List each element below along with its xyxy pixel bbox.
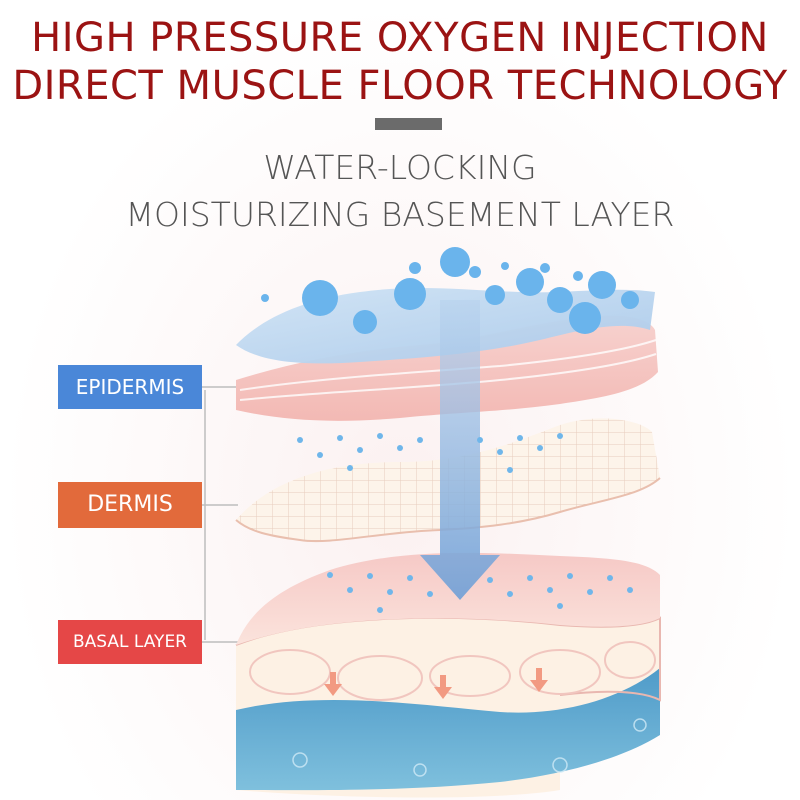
downward-arrow [420,300,500,600]
headline-line-1: HIGH PRESSURE OXYGEN INJECTION [31,15,769,61]
subtitle-line-1: WATER-LOCKING [263,148,537,187]
label-epidermis: EPIDERMIS [58,365,202,409]
basal-layer-block [235,552,661,798]
label-connector-lines [202,386,238,643]
oxygen-droplets [297,433,633,613]
label-dermis: DERMIS [58,482,202,528]
headline-line-2: DIRECT MUSCLE FLOOR TECHNOLOGY [12,63,788,109]
title-divider [375,118,442,130]
label-basal-layer: BASAL LAYER [58,620,202,664]
water-bubbles [261,247,639,334]
subtitle-line-2: MOISTURIZING BASEMENT LAYER [125,195,675,234]
